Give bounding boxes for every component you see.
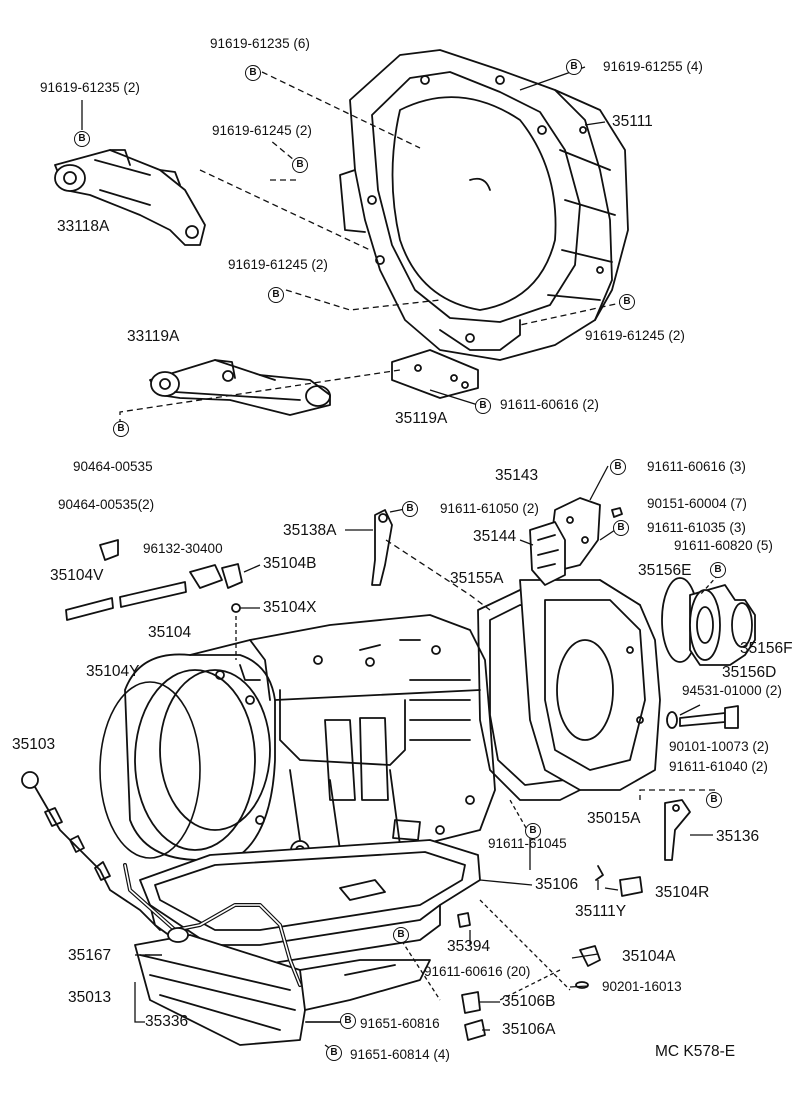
union-35104B (189, 563, 243, 613)
label-35104A: 35104A (622, 948, 676, 965)
bolt-marker-icon: B (566, 59, 582, 75)
fastener-label: 90151-60004 (7) (647, 496, 747, 511)
label-35144: 35144 (473, 528, 517, 545)
label-35104B: 35104B (263, 555, 317, 572)
oil-strainer-35013 (134, 934, 431, 1046)
label-35104R: 35104R (655, 884, 710, 901)
fastener-label: 90464-00535(2) (58, 497, 155, 512)
fastener-label: 90201-16013 (602, 979, 682, 994)
label-35136: 35136 (716, 828, 760, 845)
leader-lines (81, 66, 719, 1053)
fastener-label: 96132-30400 (143, 541, 223, 556)
label-35106A: 35106A (502, 1021, 556, 1038)
label-35104: 35104 (148, 624, 192, 641)
bolt-marker-icon: B (245, 65, 261, 81)
bolt-marker-icon: B (525, 823, 541, 839)
label-35119A: 35119A (395, 410, 448, 427)
fastener-label: 90101-10073 (2) (669, 739, 769, 754)
fastener-label: 94531-01000 (2) (682, 683, 782, 698)
fastener-label: 91611-60616 (20) (424, 964, 531, 979)
bolt-marker-icon: B (113, 421, 129, 437)
fastener-label: 91611-61045 (488, 836, 567, 851)
fastener-label: 91619-61235 (2) (40, 80, 140, 95)
label-35111: 35111 (612, 113, 653, 130)
label-35336: 35336 (145, 1013, 189, 1030)
fastener-label: 91619-61245 (2) (212, 123, 312, 138)
arrow-ticks (145, 954, 340, 1023)
bolt-marker-icon: B (326, 1045, 342, 1061)
label-35394: 35394 (447, 938, 491, 955)
label-35143: 35143 (495, 467, 539, 484)
bolt-marker-icon: B (706, 792, 722, 808)
label-33119A: 33119A (127, 328, 180, 345)
flange-35156F (689, 584, 756, 666)
bolt-marker-icon: B (475, 398, 491, 414)
bolt-marker-icon: B (402, 501, 418, 517)
fastener-label: 90464-00535 (73, 459, 153, 474)
oil-pan-35106 (139, 839, 481, 966)
gasket-35104Y (99, 681, 201, 859)
tube-35104V (65, 581, 187, 621)
label-35106: 35106 (535, 876, 579, 893)
bolt-marker-icon: B (74, 131, 90, 147)
fastener-label: 91611-60616 (2) (500, 397, 599, 412)
label-35156F: 35156F (740, 640, 793, 657)
fastener-label: 91619-61255 (4) (603, 59, 703, 74)
fastener-label: 91611-61050 (2) (440, 501, 539, 516)
label-35013: 35013 (68, 989, 112, 1006)
extension-housing-35015A (519, 579, 661, 791)
fastener-label: 91611-60820 (5) (674, 538, 773, 553)
bolt-marker-icon: B (613, 520, 629, 536)
fastener-label: 91619-61245 (2) (585, 328, 685, 343)
fastener-label: 91611-60616 (3) (647, 459, 746, 474)
label-35155A: 35155A (450, 570, 504, 587)
label-35104Y: 35104Y (86, 663, 140, 680)
label-35111Y: 35111Y (575, 903, 627, 920)
clip-90464-00535 (99, 539, 119, 561)
fastener-label: 91619-61235 (6) (210, 36, 310, 51)
bolt-marker-icon: B (710, 562, 726, 578)
label-33118A: 33118A (57, 218, 110, 235)
bolt-marker-icon: B (268, 287, 284, 303)
small-parts (457, 507, 643, 1041)
label-35156E: 35156E (638, 562, 692, 579)
fastener-label: 91611-61040 (2) (669, 759, 768, 774)
label-35015A: 35015A (587, 810, 641, 827)
bolt-90101-10073 (666, 705, 739, 729)
dipstick-35103 (21, 771, 161, 931)
bolt-marker-icon: B (393, 927, 409, 943)
bracket-35136 (664, 799, 691, 861)
label-35104X: 35104X (263, 599, 317, 616)
label-35156D: 35156D (722, 664, 777, 681)
plate-35119A (391, 349, 479, 399)
label-35106B: 35106B (502, 993, 556, 1010)
transmission-case-35104 (124, 614, 496, 871)
bracket-33118A (54, 149, 206, 246)
bolt-marker-icon: B (292, 157, 308, 173)
drawing-code: MC K578-E (655, 1043, 736, 1060)
fastener-label: 91651-60814 (4) (350, 1047, 450, 1062)
lever-35138A (371, 509, 393, 586)
gasket-35144 (529, 521, 566, 586)
bolt-marker-icon: B (619, 294, 635, 310)
bolt-marker-icon: B (340, 1013, 356, 1029)
bracket-33119A (149, 359, 331, 416)
fastener-label: 91619-61245 (2) (228, 257, 328, 272)
label-35138A: 35138A (283, 522, 337, 539)
label-35167: 35167 (68, 947, 112, 964)
bell-housing-35111 (339, 49, 629, 361)
oil-tube-35167 (123, 863, 302, 987)
label-35103: 35103 (12, 736, 56, 753)
fastener-label: 91651-60816 (360, 1016, 440, 1031)
bolt-marker-icon: B (610, 459, 626, 475)
label-35104V: 35104V (50, 567, 104, 584)
fastener-label: 91611-61035 (3) (647, 520, 746, 535)
